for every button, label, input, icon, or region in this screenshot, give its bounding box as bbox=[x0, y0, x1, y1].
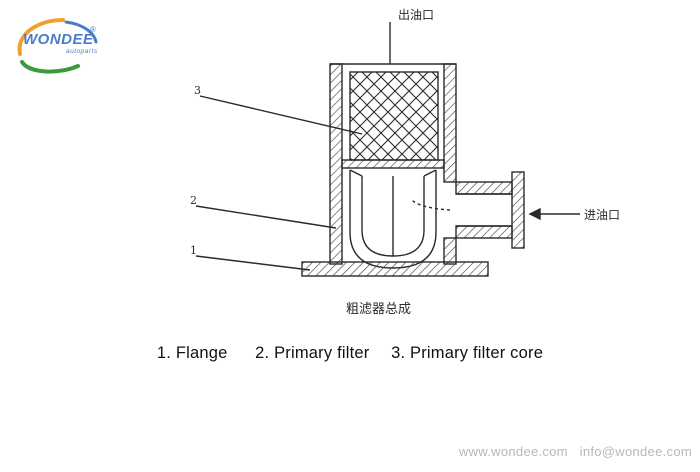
callout-1-leader bbox=[195, 255, 311, 271]
footer-contact: www.wondee.com info@wondee.com bbox=[459, 444, 692, 459]
diagram-caption: 1. Flange 2. Primary filter 3. Primary f… bbox=[0, 344, 700, 363]
base-flange bbox=[301, 261, 489, 277]
inlet-label: 进油口 bbox=[584, 208, 621, 222]
logo-swoosh-icon bbox=[17, 18, 98, 74]
footer-email[interactable]: info@wondee.com bbox=[579, 444, 692, 459]
housing-right-wall-lower bbox=[443, 237, 457, 265]
inlet-pipe-bottom bbox=[455, 225, 513, 239]
logo-subtitle: autoparts bbox=[66, 48, 98, 55]
logo-registered-mark: ® bbox=[90, 25, 96, 34]
primary-filter-diagram: 出油口 进油口 粗滤器总成 3 2 1 bbox=[150, 0, 630, 330]
wondee-logo bbox=[8, 12, 108, 78]
callout-3: 3 bbox=[194, 84, 201, 97]
housing-right-wall-upper bbox=[443, 63, 457, 183]
primary-filter-core bbox=[349, 71, 439, 161]
inlet-pipe-top bbox=[455, 181, 513, 195]
caption-item-primary-filter-core: 3. Primary filter core bbox=[391, 344, 544, 362]
callout-3-leader bbox=[199, 95, 363, 135]
footer-website[interactable]: www.wondee.com bbox=[458, 444, 568, 459]
filter-drawing bbox=[195, 22, 580, 277]
caption-item-primary-filter: 2. Primary filter bbox=[255, 344, 370, 362]
inlet-flange bbox=[511, 171, 525, 249]
callout-1: 1 bbox=[190, 244, 197, 257]
callout-2: 2 bbox=[190, 194, 197, 207]
logo-brand: WONDEE bbox=[23, 31, 94, 48]
callout-2-leader bbox=[195, 205, 337, 229]
housing-left-wall bbox=[329, 63, 343, 265]
separator-plate bbox=[341, 159, 445, 169]
assembly-label: 粗滤器总成 bbox=[346, 302, 412, 317]
caption-item-flange: 1. Flange bbox=[156, 344, 228, 362]
outlet-label: 出油口 bbox=[398, 8, 435, 22]
